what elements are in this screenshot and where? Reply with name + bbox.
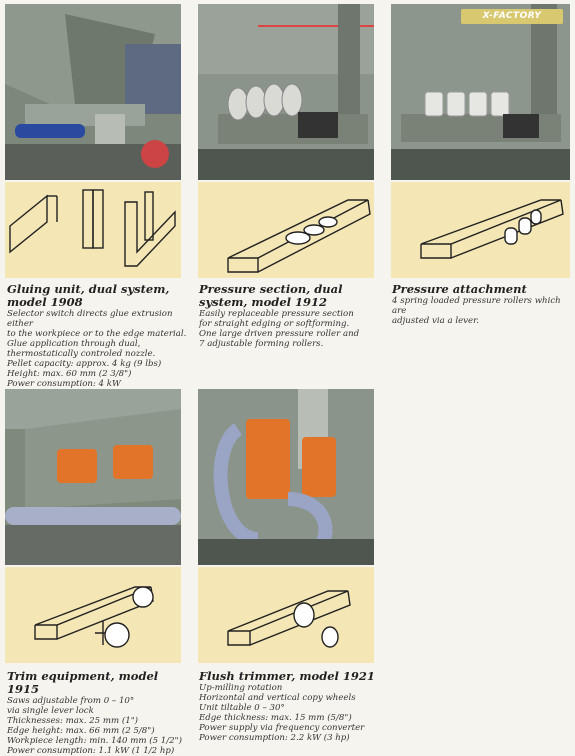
spec-line: to the workpiece or to the edge material… bbox=[7, 329, 187, 339]
section-title: Pressure attachment bbox=[392, 282, 527, 296]
spec-line: adjusted via a lever. bbox=[392, 316, 479, 326]
spec-line: via single lever lock bbox=[7, 706, 94, 716]
caption-flush-trimmer: Flush trimmer, model 1921 Up-milling rot… bbox=[199, 669, 389, 744]
caption-gluing-unit: Gluing unit, dual system, model 1908 Sel… bbox=[7, 282, 193, 390]
photo-pressure-attachment: X-FACTORY bbox=[391, 4, 570, 180]
spec-line: for straight edging or softforming. bbox=[199, 319, 350, 329]
spec-line: Thicknesses: max. 25 mm (1") bbox=[7, 716, 139, 726]
section-title: Trim equipment, model 1915 bbox=[7, 669, 159, 696]
spec-line: Power consumption: 4 kW bbox=[7, 379, 121, 389]
spec-line: Selector switch directs glue extrusion e… bbox=[7, 309, 173, 329]
section-title: Gluing unit, dual system, model 1908 bbox=[7, 282, 170, 309]
caption-trim-equipment: Trim equipment, model 1915 Saws adjustab… bbox=[7, 670, 193, 756]
spec-line: Horizontal and vertical copy wheels bbox=[199, 693, 356, 703]
spec-line: Power supply via frequency converter bbox=[199, 723, 365, 733]
drawing-pressure-attachment bbox=[391, 182, 570, 278]
section-title: Flush trimmer, model 1921 bbox=[199, 669, 375, 683]
photo-gluing-unit bbox=[5, 4, 181, 180]
spec-line: thermostatically controled nozzle. bbox=[7, 349, 156, 359]
spec-line: Pellet capacity: approx. 4 kg (9 lbs) bbox=[7, 359, 162, 369]
spec-line: 4 spring loaded pressure rollers which a… bbox=[392, 296, 561, 316]
spec-line: One large driven pressure roller and bbox=[199, 329, 360, 339]
spec-line: Edge thickness: max. 15 mm (5/8") bbox=[199, 713, 352, 723]
spec-line: 7 adjustable forming rollers. bbox=[199, 339, 324, 349]
spec-line: Unit tiltable 0 – 30° bbox=[199, 703, 285, 713]
spec-line: Saws adjustable from 0 – 10° bbox=[7, 696, 135, 706]
caption-pressure-section: Pressure section, dual system, model 191… bbox=[199, 282, 385, 350]
photo-flush-trimmer bbox=[198, 389, 374, 565]
spec-line: Height: max. 60 mm (2 3/8") bbox=[7, 369, 132, 379]
drawing-gluing-unit bbox=[5, 182, 181, 278]
photo-trim-equipment bbox=[5, 389, 181, 565]
drawing-trim-equipment bbox=[5, 567, 181, 663]
caption-pressure-attachment: Pressure attachment 4 spring loaded pres… bbox=[392, 282, 572, 327]
spec-line: Power consumption: 1.1 kW (1 1/2 hp) bbox=[7, 746, 175, 756]
photo-pressure-section bbox=[198, 4, 374, 180]
spec-line: Power consumption: 2.2 kW (3 hp) bbox=[199, 733, 350, 743]
brand-logo: X-FACTORY bbox=[461, 9, 563, 24]
spec-line: Edge height: max. 66 mm (2 5/8") bbox=[7, 726, 155, 736]
drawing-flush-trimmer bbox=[198, 567, 374, 663]
spec-line: Up-milling rotation bbox=[199, 683, 283, 693]
spec-line: Easily replaceable pressure section bbox=[199, 309, 354, 319]
section-title: Pressure section, dual system, model 191… bbox=[199, 282, 343, 309]
spec-line: Glue application through dual, bbox=[7, 339, 141, 349]
drawing-pressure-section bbox=[198, 182, 374, 278]
spec-line: Workpiece length: min. 140 mm (5 1/2") bbox=[7, 736, 182, 746]
